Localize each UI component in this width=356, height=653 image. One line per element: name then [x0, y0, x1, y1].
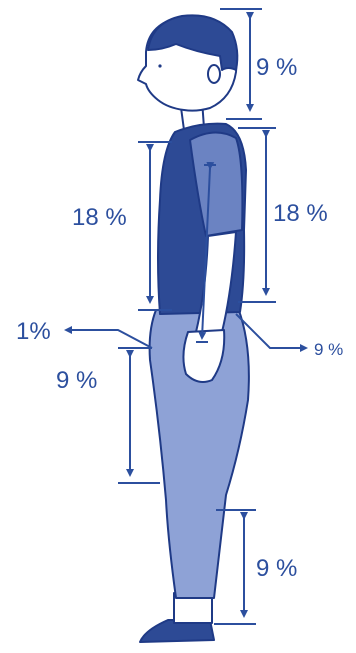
ear — [208, 65, 220, 83]
lower-leg-label: 9 % — [256, 555, 297, 583]
torso-front-label: 18 % — [72, 204, 127, 232]
genital-leader — [66, 330, 152, 348]
torso-back-label: 18 % — [273, 200, 328, 228]
head-label: 9 % — [256, 54, 297, 82]
eye — [158, 64, 161, 67]
thigh-label: 9 % — [56, 367, 97, 395]
genital-label: 1% — [16, 318, 51, 346]
buttock-label: 9 % — [314, 340, 343, 360]
person-figure — [138, 15, 249, 642]
